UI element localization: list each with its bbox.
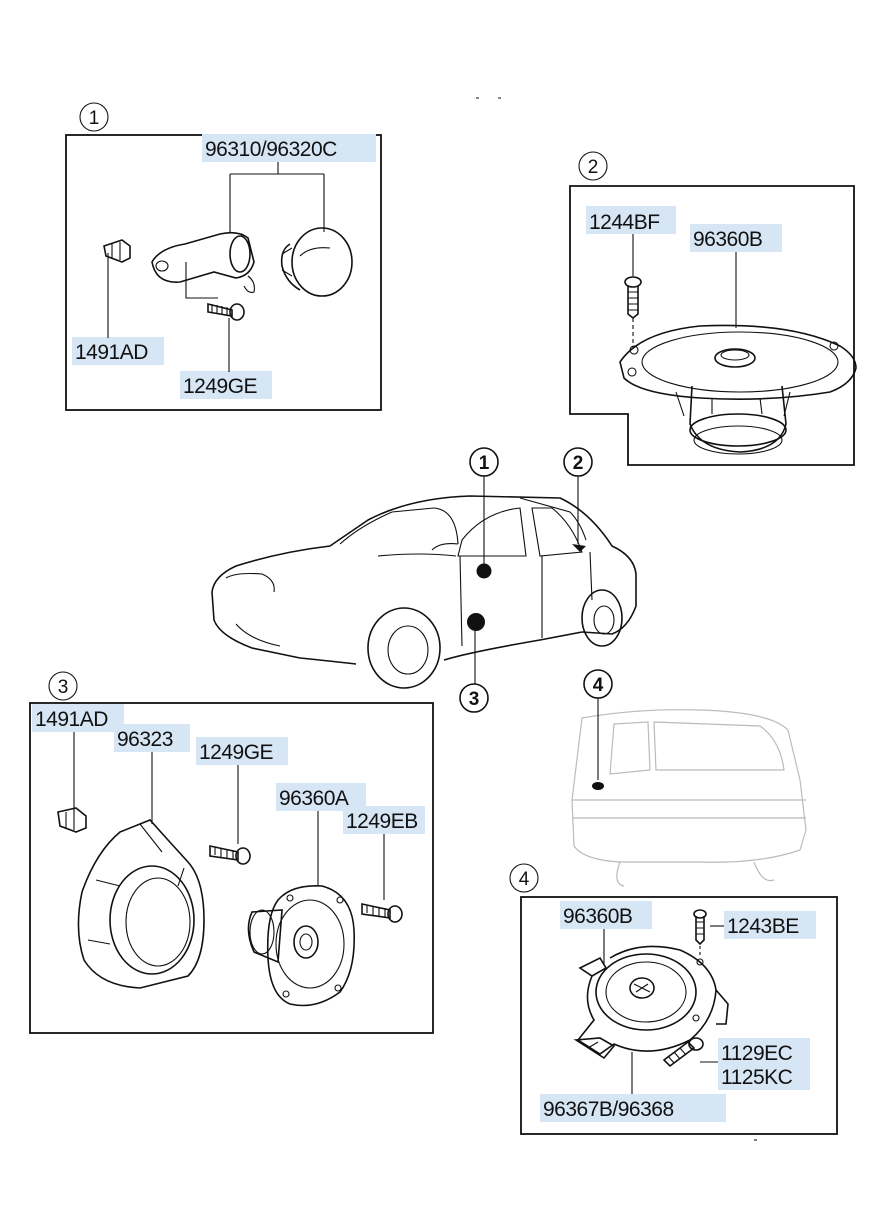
section-1-frame <box>65 134 382 411</box>
section-2-number: 2 <box>588 157 599 178</box>
section-3-frame <box>29 702 434 1034</box>
section-4: 4 96360B 1243BE 1129EC 1125KC 96367B/963… <box>509 863 838 1135</box>
section-3: 3 1491AD 96323 1249GE 96360A 1249EB <box>29 671 434 1034</box>
part-label-96367b-96368: 96367B/96368 <box>543 1098 674 1121</box>
screw-drawing <box>207 302 245 321</box>
part-label-1244bf: 1244BF <box>589 211 660 234</box>
screw-1249eb-drawing <box>361 903 403 923</box>
part-label-96310-96320c: 96310/96320C <box>205 138 337 161</box>
screw-1244bf-drawing <box>624 276 642 320</box>
clip-s3-drawing <box>57 807 87 833</box>
section-4-number: 4 <box>519 869 530 890</box>
car-callout-3: 3 <box>469 689 480 710</box>
screw-1243be-drawing <box>693 909 707 958</box>
part-label-96360a: 96360A <box>279 787 349 810</box>
part-label-1491ad: 1491AD <box>75 341 148 364</box>
section-2-number-circle <box>578 151 608 181</box>
part-label-96323: 96323 <box>117 728 173 751</box>
car-callout-4: 4 <box>593 675 604 696</box>
clip-drawing <box>103 239 131 263</box>
section-3-number-circle <box>48 671 78 701</box>
tweeter-housing-drawing <box>151 231 255 299</box>
section-1-number: 1 <box>89 108 100 129</box>
tweeter-cap-drawing <box>280 227 353 297</box>
rear-car-drawing <box>571 698 807 887</box>
part-label-1249ge: 1249GE <box>183 375 258 398</box>
section-4-number-circle <box>509 863 539 893</box>
part-label-1491ad-s3: 1491AD <box>35 708 108 731</box>
part-label-96360b: 96360B <box>693 228 762 251</box>
section-4-frame <box>520 896 838 1135</box>
car-callouts: 1 2 3 4 <box>459 447 613 713</box>
section-1-number-circle <box>79 102 109 132</box>
sedan-drawing <box>211 476 637 689</box>
part-label-1125kc: 1125KC <box>721 1066 793 1089</box>
section-1: 1 96310/96320C 1491AD 1249GE <box>65 102 382 411</box>
car-callout-1: 1 <box>479 453 490 474</box>
part-label-1129ec: 1129EC <box>721 1042 793 1065</box>
part-label-1249eb: 1249EB <box>346 810 418 833</box>
round-speaker-drawing <box>247 884 356 1007</box>
screw-1129ec-drawing <box>662 1037 704 1068</box>
section-3-number: 3 <box>58 677 69 698</box>
section-2-frame <box>569 185 855 466</box>
part-label-1243be: 1243BE <box>727 915 799 938</box>
part-label-1249ge-s3: 1249GE <box>199 741 274 764</box>
rear-speaker-drawing <box>573 945 729 1060</box>
screw-s3-drawing <box>209 845 251 865</box>
car-callout-2: 2 <box>573 453 584 474</box>
speaker-bracket-drawing <box>77 819 205 989</box>
oval-speaker-drawing <box>619 324 857 455</box>
part-label-96360b-s4: 96360B <box>563 905 632 928</box>
section-2: 2 1244BF 96360B <box>569 151 857 466</box>
